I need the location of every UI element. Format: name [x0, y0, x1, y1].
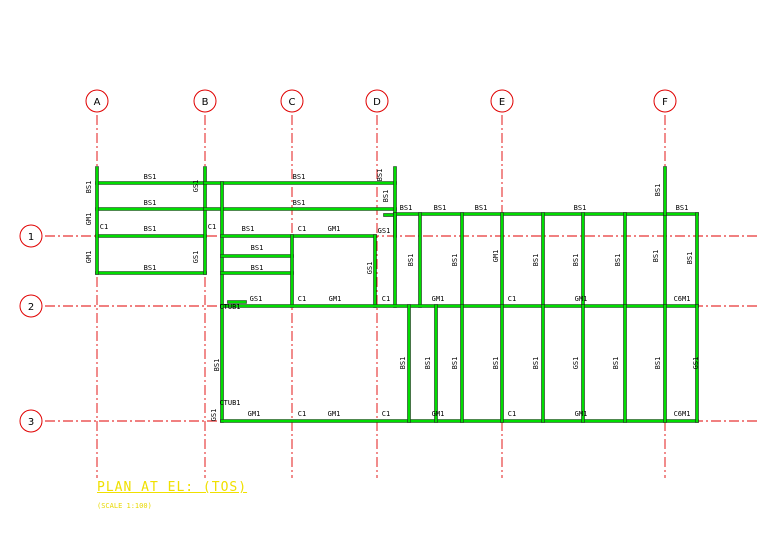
member-label: GS1 — [250, 295, 263, 303]
member-label: BS1 — [293, 199, 306, 207]
member-label: BS1 — [676, 204, 689, 212]
member-label: GM1 — [248, 410, 261, 418]
member-label: BS1 — [144, 199, 157, 207]
member-label: BS1 — [424, 357, 432, 370]
member-label: BS1 — [614, 254, 622, 267]
member-label: BS1 — [532, 357, 540, 370]
grid-label-E: E — [499, 97, 505, 108]
member-label: GM1 — [328, 410, 341, 418]
member-label: BS1 — [451, 357, 459, 370]
grid-bubble-1: 1 — [19, 224, 43, 248]
member-label: GS1 — [192, 251, 200, 264]
member-label: GM1 — [329, 295, 342, 303]
member-label: GM1 — [85, 213, 93, 226]
member-label: BS1 — [652, 250, 660, 263]
grid-bubble-D: D — [365, 89, 389, 113]
member-label: GS1 — [210, 409, 218, 422]
member-label: GM1 — [575, 295, 588, 303]
grid-label-D: D — [373, 97, 381, 108]
grid-lines — [45, 115, 760, 478]
member-label: C1 — [100, 223, 108, 231]
member-label: GS1 — [378, 227, 391, 235]
member-label: C1 — [382, 410, 390, 418]
member-label: BS1 — [251, 264, 264, 272]
member-label: GM1 — [575, 410, 588, 418]
member-label: GM1 — [492, 250, 500, 263]
member-label: BS1 — [654, 184, 662, 197]
member-label: BS1 — [382, 190, 390, 203]
member-label: GM1 — [432, 295, 445, 303]
grid-bubble-A: A — [85, 89, 109, 113]
member-label: C1 — [508, 410, 516, 418]
grid-bubbles: A B C D E F 1 2 3 — [19, 89, 677, 433]
member-label: C6M1 — [674, 410, 691, 418]
member-label: BS1 — [686, 252, 694, 265]
member-label: GM1 — [85, 251, 93, 264]
grid-bubble-2: 2 — [19, 294, 43, 318]
member-label: BS1 — [434, 204, 447, 212]
member-label: BS1 — [293, 173, 306, 181]
member-label: BS1 — [399, 357, 407, 370]
member-label: GM1 — [432, 410, 445, 418]
member-label: C1 — [382, 295, 390, 303]
member-label: CTUB1 — [219, 303, 240, 311]
plan-title: PLAN AT EL: (TOS) — [97, 480, 248, 495]
member-label: C1 — [298, 295, 306, 303]
member-label: GS1 — [692, 357, 700, 370]
grid-label-B: B — [202, 97, 209, 108]
member-label: BS1 — [144, 173, 157, 181]
member-label: BS1 — [492, 357, 500, 370]
member-label: BS1 — [475, 204, 488, 212]
member-label: C1 — [508, 295, 516, 303]
member-label: C6M1 — [674, 295, 691, 303]
grid-bubble-3: 3 — [19, 409, 43, 433]
grid-label-F: F — [662, 97, 668, 108]
member-label: BS1 — [654, 357, 662, 370]
member-label: BS1 — [572, 254, 580, 267]
member-label: BS1 — [85, 181, 93, 194]
member-label: BS1 — [400, 204, 413, 212]
member-label: C1 — [298, 410, 306, 418]
member-label: BS1 — [407, 254, 415, 267]
member-label: BS1 — [144, 264, 157, 272]
member-label: C1 — [298, 225, 306, 233]
grid-label-C: C — [289, 97, 296, 108]
member-label: BS1 — [242, 225, 255, 233]
grid-label-A: A — [94, 97, 101, 108]
member-label: BS1 — [574, 204, 587, 212]
grid-label-1: 1 — [28, 232, 34, 243]
member-label: BS1 — [612, 357, 620, 370]
grid-bubble-F: F — [653, 89, 677, 113]
grid-bubble-B: B — [193, 89, 217, 113]
member-label: BS1 — [251, 244, 264, 252]
member-label: CTUB1 — [219, 399, 240, 407]
member-label: BS1 — [376, 169, 384, 182]
grid-bubble-C: C — [280, 89, 304, 113]
member-label: GS1 — [366, 262, 374, 275]
member-label: GM1 — [328, 225, 341, 233]
grid-bubble-E: E — [490, 89, 514, 113]
framing-members — [95, 166, 699, 423]
grid-label-2: 2 — [28, 302, 34, 313]
member-label: C1 — [208, 223, 216, 231]
member-label: GS1 — [192, 180, 200, 193]
member-label: BS1 — [213, 359, 221, 372]
member-label: BS1 — [144, 225, 157, 233]
plan-scale: (SCALE 1:100) — [97, 502, 152, 510]
member-label: BS1 — [532, 254, 540, 267]
member-label: GS1 — [572, 357, 580, 370]
member-label: BS1 — [451, 254, 459, 267]
grid-label-3: 3 — [28, 417, 34, 428]
